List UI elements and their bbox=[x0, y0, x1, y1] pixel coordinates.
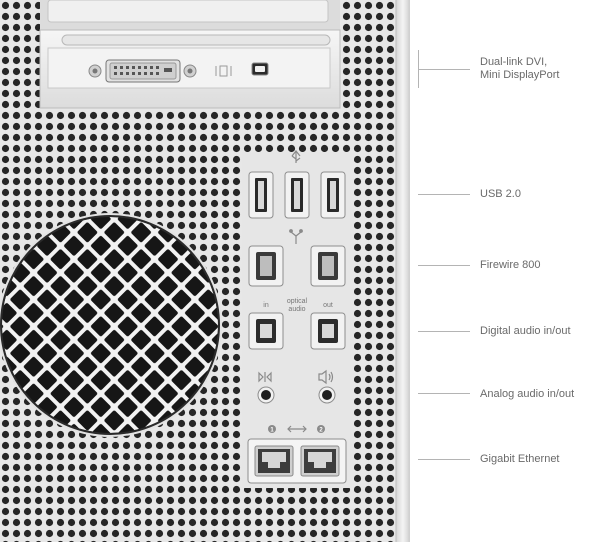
ethernet-icon bbox=[287, 425, 307, 433]
digital-audio-callout-line bbox=[418, 331, 470, 332]
usb-callout-label: USB 2.0 bbox=[480, 188, 521, 200]
dvi-callout-line bbox=[418, 69, 470, 70]
dvi-callout-line2: Mini DisplayPort bbox=[480, 69, 560, 81]
pci-slot-area bbox=[39, 0, 341, 109]
optical-in-label: in bbox=[263, 302, 269, 309]
analog-audio-callout-line bbox=[418, 393, 470, 394]
dvi-callout-line1: Dual-link DVI, bbox=[480, 56, 548, 68]
dvi-callout-label: Dual-link DVI, Mini DisplayPort bbox=[480, 56, 559, 82]
firewire-ports bbox=[248, 245, 346, 287]
port-2-label: 2 bbox=[319, 428, 323, 434]
usb-ports bbox=[248, 171, 346, 219]
io-panel: in optical audio out 1 2 bbox=[242, 150, 354, 488]
speaker-icon bbox=[318, 369, 334, 385]
optical-audio-label-line2: audio bbox=[288, 306, 305, 313]
line-in-icon bbox=[258, 371, 272, 383]
port-2-badge bbox=[317, 425, 325, 433]
firewire-callout-label: Firewire 800 bbox=[480, 259, 541, 271]
port-1-label: 1 bbox=[270, 428, 274, 434]
firewire-icon bbox=[289, 229, 303, 244]
case-side-edge bbox=[396, 0, 410, 542]
usb-callout-line bbox=[418, 194, 470, 195]
analog-audio-callout-label: Analog audio in/out bbox=[480, 388, 575, 400]
fan-grille bbox=[0, 213, 222, 437]
optical-audio-label-line1: optical bbox=[287, 298, 308, 305]
digital-audio-callout-label: Digital audio in/out bbox=[480, 325, 571, 337]
analog-audio-jacks bbox=[257, 386, 336, 404]
ethernet-callout-label: Gigabit Ethernet bbox=[480, 453, 560, 465]
optical-out-label: out bbox=[323, 302, 333, 309]
port-1-badge bbox=[268, 425, 276, 433]
firewire-callout-line bbox=[418, 265, 470, 266]
ethernet-callout-line bbox=[418, 459, 470, 460]
optical-audio-ports bbox=[248, 312, 346, 350]
usb-icon bbox=[291, 150, 301, 163]
display-icon bbox=[215, 65, 232, 77]
